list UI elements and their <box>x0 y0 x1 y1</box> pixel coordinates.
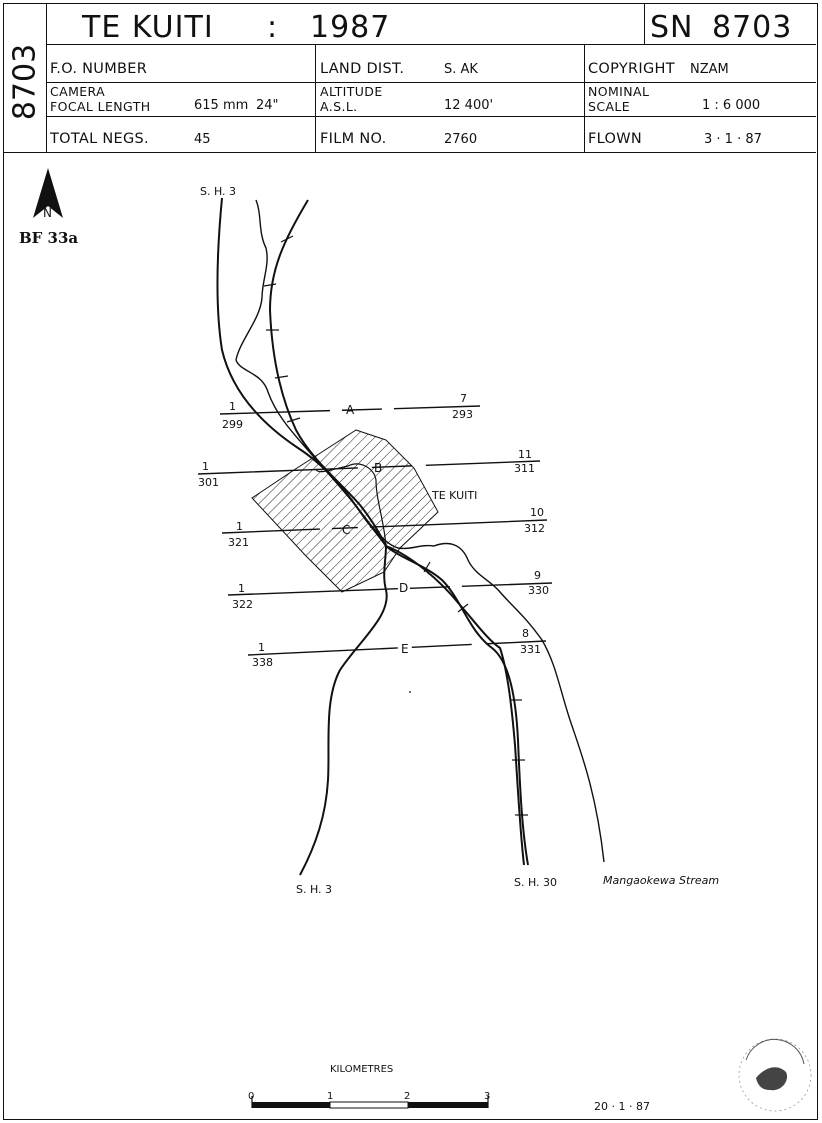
header-block: 8703 TE KUITI : 1987 SN 8703 F.O. NUMBER… <box>4 4 816 153</box>
coverage-area <box>251 429 439 593</box>
run-A-start-frame: 299 <box>222 418 243 431</box>
altitude-label: ALTITUDE <box>320 84 383 99</box>
run-letter-A: A <box>346 403 355 417</box>
altitude-value: 12 400' <box>444 98 494 113</box>
sn-number: 8703 <box>712 10 793 45</box>
flown-value: 3 · 1 · 87 <box>704 132 762 147</box>
north-arrow-icon <box>33 168 63 218</box>
run-B-start-frame: 301 <box>198 476 219 489</box>
run-B-start-run: 1 <box>202 460 209 473</box>
total-negs-label: TOTAL NEGS. <box>50 131 149 147</box>
road-label-sh3-north: S. H. 3 <box>200 185 236 198</box>
run-C-end-frame: 312 <box>524 522 545 535</box>
map-dot <box>409 691 411 693</box>
focal-length-value: 615 mm <box>194 98 249 113</box>
divider <box>644 4 645 44</box>
run-letter-D: D <box>399 581 408 595</box>
mangaokewa-stream <box>235 199 605 863</box>
scale-tick-2: 2 <box>404 1091 410 1102</box>
divider <box>46 82 816 83</box>
road-sh3-south <box>299 545 388 876</box>
map-sheet: 8703 TE KUITI : 1987 SN 8703 F.O. NUMBER… <box>3 3 818 1120</box>
run-A-end-run: 7 <box>460 392 467 405</box>
run-letter-E: E <box>401 642 409 656</box>
road-label-sh30: S. H. 30 <box>514 876 557 889</box>
divider <box>46 44 816 45</box>
town-label: TE KUITI <box>431 489 477 502</box>
road-sh30 <box>385 545 525 866</box>
compiled-date: 20 · 1 · 87 <box>594 1100 650 1113</box>
sn-prefix: SN <box>650 10 694 45</box>
copyright-label: COPYRIGHT <box>588 61 675 77</box>
divider <box>315 44 316 152</box>
run-C-start-run: 1 <box>236 520 243 533</box>
road-label-sh3-south: S. H. 3 <box>296 883 332 896</box>
run-A-start-run: 1 <box>229 400 236 413</box>
film-no-value: 2760 <box>444 132 478 147</box>
divider <box>584 44 585 152</box>
run-line-C <box>221 519 548 534</box>
scale-tick-3: 3 <box>484 1091 490 1102</box>
scale-value: 1 : 6 000 <box>702 98 761 113</box>
run-D-end-run: 9 <box>534 569 541 582</box>
scale-tick-0: 0 <box>248 1091 254 1102</box>
run-D-start-frame: 322 <box>232 598 253 611</box>
run-line-D <box>227 582 553 596</box>
run-line-E <box>247 640 547 656</box>
title-separator: : <box>267 10 279 45</box>
film-no-label: FILM NO. <box>320 131 387 147</box>
run-line-B <box>197 460 541 475</box>
stream-label: Mangaokewa Stream <box>603 874 719 887</box>
scale-title: KILOMETRES <box>330 1064 393 1075</box>
run-E-start-run: 1 <box>258 641 265 654</box>
scale-tick-1: 1 <box>327 1091 333 1102</box>
company-stamp-logo <box>738 1038 812 1112</box>
run-D-start-run: 1 <box>238 582 245 595</box>
fo-number-label: F.O. NUMBER <box>50 61 148 77</box>
road-sh3-north <box>216 197 387 547</box>
sheet-code: BF 33a <box>19 229 78 247</box>
flown-label: FLOWN <box>588 131 642 147</box>
scale-bar <box>251 1096 489 1109</box>
side-label-cell: 8703 <box>4 4 47 152</box>
run-E-end-run: 8 <box>522 627 529 640</box>
north-letter: N <box>43 206 52 220</box>
stream-branch <box>315 463 387 547</box>
run-B-end-frame: 311 <box>514 462 535 475</box>
run-line-A <box>219 405 481 415</box>
copyright-value: NZAM <box>690 62 729 77</box>
asl-label: A.S.L. <box>320 99 358 114</box>
land-dist-value: S. AK <box>444 62 478 77</box>
survey-year: 1987 <box>310 10 391 45</box>
total-negs-value: 45 <box>194 132 211 147</box>
run-D-end-frame: 330 <box>528 584 549 597</box>
run-E-end-frame: 331 <box>520 643 541 656</box>
land-dist-label: LAND DIST. <box>320 61 405 77</box>
run-A-end-frame: 293 <box>452 408 473 421</box>
place-name: TE KUITI <box>82 10 214 45</box>
run-letter-C: C <box>342 523 350 537</box>
run-letter-B: B <box>374 461 382 475</box>
camera-label: CAMERA <box>50 84 106 99</box>
run-B-end-run: 11 <box>518 448 532 461</box>
scale-label: SCALE <box>588 99 631 114</box>
divider <box>46 116 816 117</box>
run-C-end-run: 10 <box>530 506 544 519</box>
run-E-start-frame: 338 <box>252 656 273 669</box>
focal-length-label: FOCAL LENGTH <box>50 99 151 114</box>
run-C-start-frame: 321 <box>228 536 249 549</box>
focal-length-inches: 24" <box>256 98 279 113</box>
nominal-label: NOMINAL <box>588 84 650 99</box>
